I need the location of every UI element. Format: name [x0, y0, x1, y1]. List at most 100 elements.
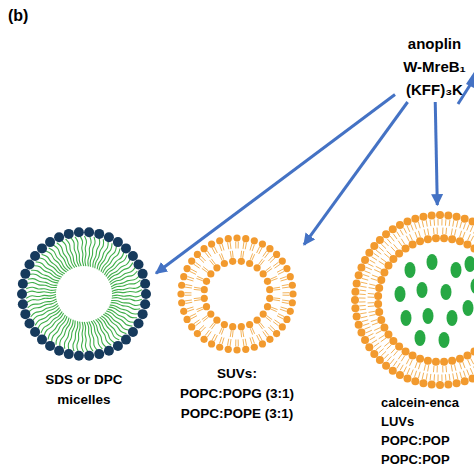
lipid-tail [230, 339, 232, 346]
lipid-tail [360, 313, 366, 314]
lipid-tail [188, 277, 195, 279]
lipid-tail [411, 370, 413, 376]
lipid-tail [415, 232, 417, 238]
lipid-tail [360, 290, 366, 292]
lipid-tail [260, 260, 264, 265]
lipid-head [134, 319, 144, 329]
lipid-tail [363, 323, 369, 325]
lipid-head [242, 235, 249, 242]
lipid-head [448, 357, 456, 365]
lipid-tail [187, 279, 194, 281]
lipid-tail [282, 302, 289, 303]
lipid-tail [282, 287, 289, 289]
lipid-tail [376, 331, 382, 334]
lipid-head [141, 289, 151, 299]
lipid-tail [398, 354, 402, 359]
lipid-head [384, 330, 392, 338]
lipid-tail [434, 219, 435, 225]
lipid-head [283, 316, 290, 323]
lipid-tail [400, 365, 403, 371]
lipid-tail [415, 223, 417, 229]
lipid-tail [194, 297, 201, 299]
lipid-head [200, 245, 207, 252]
lipid-head [37, 335, 47, 345]
calcein-molecule [405, 262, 416, 278]
lipid-head [287, 273, 294, 280]
node-label: W-MreB₁ [395, 55, 474, 78]
lipid-tail [445, 228, 447, 234]
lipid-head [395, 343, 403, 351]
lipid-tail [471, 236, 474, 242]
lipid-tail [194, 300, 201, 301]
lipid-tail [252, 254, 255, 260]
lipid-tail [195, 262, 200, 266]
lipid-head [463, 352, 471, 360]
lipid-tail [369, 314, 375, 315]
lipid-head [469, 375, 474, 383]
lipid-head [463, 240, 471, 248]
lipid-tail [240, 330, 242, 337]
lipid-tail [467, 224, 469, 230]
calcein-molecule [439, 332, 450, 348]
lipid-head [370, 350, 378, 358]
lipid-tail [387, 356, 391, 361]
lipid-head [200, 336, 207, 343]
lipid-tail [108, 263, 132, 281]
lipid-head [24, 319, 34, 329]
lipid-tail [428, 365, 429, 371]
lipid-tail [376, 266, 382, 269]
lipid-head [121, 243, 131, 253]
lipid-head [221, 321, 228, 328]
lipid-head [432, 234, 440, 242]
lipid-head [259, 241, 266, 248]
lipid-head [194, 251, 201, 258]
lipid-head [396, 221, 404, 229]
lipid-tail [437, 228, 438, 234]
lipid-head [353, 279, 361, 287]
lipid-head [432, 358, 440, 366]
lipid-head [440, 234, 448, 242]
lipid-head [289, 299, 296, 306]
calcein-molecule [471, 278, 474, 294]
lipid-tail [281, 279, 288, 281]
peptide-list: anoplinW-MreB₁(KFF)₃K [395, 28, 474, 102]
lipid-head [264, 278, 271, 285]
lipid-head [424, 357, 432, 365]
lipid-tail [250, 328, 252, 334]
lipid-head [453, 213, 461, 221]
lipid-tail [400, 230, 403, 236]
lipid-tail [90, 237, 95, 267]
lipid-head [45, 341, 55, 351]
lipid-head [128, 327, 138, 337]
lipid-tail [401, 239, 404, 244]
lipid-tail [437, 366, 438, 372]
lipid-head [375, 308, 383, 316]
lipid-tail [398, 241, 402, 246]
lipid-tail [194, 289, 201, 291]
lipid-tail [257, 335, 260, 341]
vesicle-lumen [382, 242, 474, 358]
lipid-head [436, 211, 444, 219]
lipid-tail [230, 251, 231, 258]
lipid-tail [250, 244, 252, 251]
lipid-head [353, 313, 361, 321]
lipid-tail [376, 250, 381, 254]
lipid-tail [468, 360, 471, 366]
node-label: POPC:POPE (3:1) [170, 404, 304, 424]
lipid-head [273, 251, 280, 258]
lipid-tail [372, 323, 378, 325]
lipid-head [84, 351, 94, 361]
lipid-head [121, 335, 131, 345]
lipid-tail [362, 278, 368, 280]
lipid-tail [387, 251, 392, 255]
node-text-group: calcein-encaLUVsPOPC:POPPOPC:POP [381, 393, 474, 469]
lipid-head [266, 245, 273, 252]
lipid-head [18, 299, 28, 309]
lipid-tail [232, 251, 234, 258]
arrow-connector [156, 95, 395, 274]
lipid-tail [369, 288, 375, 289]
lipid-tail [27, 297, 56, 303]
node-label: calcein-enca [381, 393, 474, 412]
lipid-tail [390, 236, 394, 241]
lipid-tail [185, 285, 192, 286]
